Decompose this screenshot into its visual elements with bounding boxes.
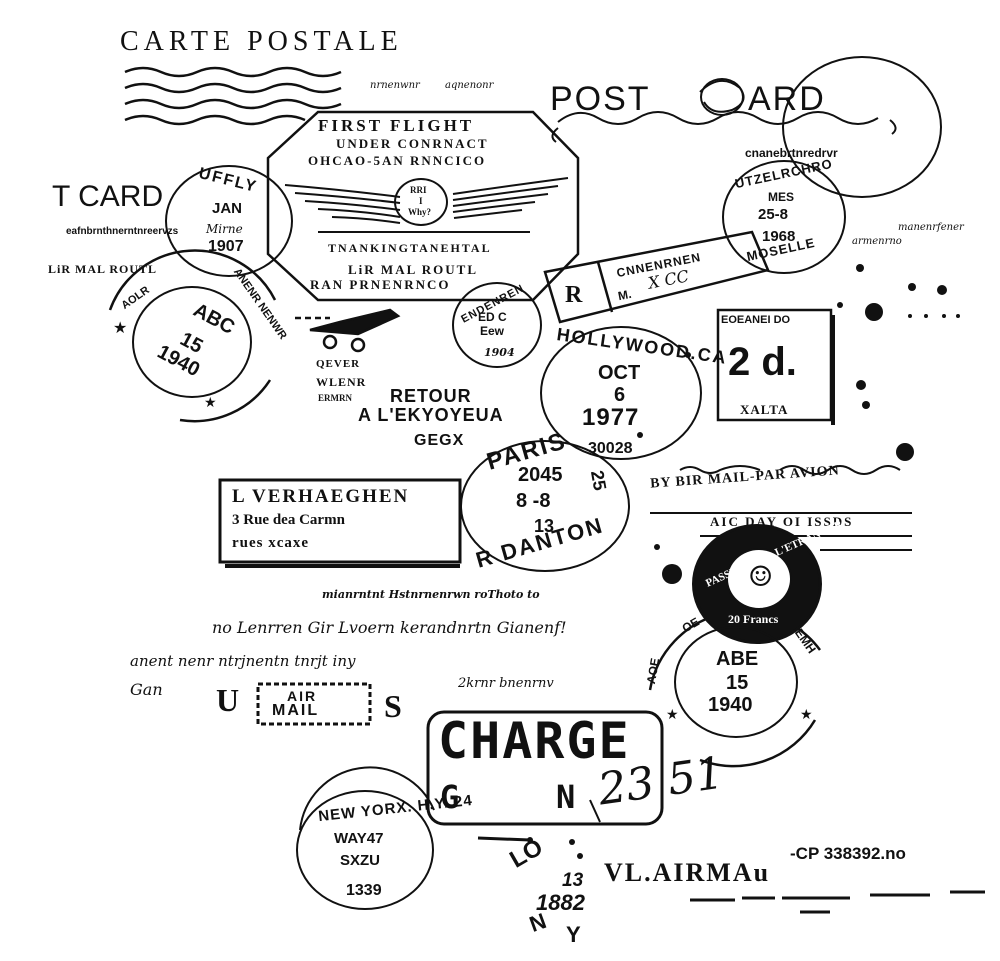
new-york-year: 1339 [346,882,382,899]
abe-line2: 15 [726,672,749,694]
script-line3: anent nenr ntrjnentn tnrjt iny [130,652,356,670]
first-flight-badge-mid: I [419,196,423,206]
hollywood-month: OCT [598,362,641,384]
uffly-month: JAN [212,200,243,217]
charge-box-outline [426,710,664,826]
utzel-mes: MES [768,190,795,204]
paris-line3: 13 [534,516,555,536]
endenren-stamp-ring [452,282,542,368]
carte-postale-title: CARTE POSTALE [120,26,403,57]
uffly-year: 1907 [208,238,244,255]
carte-postale-small-1: nrnenwnr [370,80,420,91]
address-name: L VERHAEGHEN [232,486,410,507]
bottom-code: -CP 338392.no [790,844,906,863]
retour-line2: A L'EKYOYEUA [358,405,504,425]
utzel-date: 25-8 [758,206,789,223]
t-card-title: T CARD [52,180,164,213]
r-ticket-letter: R [565,282,583,308]
charge-title: CHARGE [438,712,631,770]
hollywood-stamp-ring [540,326,702,460]
scissor-line1: QEVER [316,358,361,370]
us-left-letter: U [216,682,240,718]
uffly-stamp-ring [165,165,293,277]
star-icon: ★ [666,706,679,722]
bottom-airmail: VL.AIRMAu [604,858,771,887]
marianne-portrait-icon: ☺ [748,560,774,593]
endenren-mid1: ED C [478,310,507,324]
bottom-year: 1882 [536,890,585,915]
retour-line3: GEGX [414,432,465,449]
star-icon: ★ [113,320,128,337]
first-flight-badge-bottom: Why? [408,207,432,217]
two-d-bottom: XALTA [740,402,789,417]
utzel-stamp-ring [722,160,846,274]
abe-stamp-ring [674,626,798,738]
paris-stamp-ring [460,440,630,572]
carte-postale-small-2: aqnenonr [445,80,494,91]
wings-icon [284,177,569,233]
address-street: 3 Rue dea Carmn [232,512,345,528]
scissor-line3: ERMRN [318,393,352,403]
paris-line2: 8 -8 [516,490,551,512]
star-icon: ★ [204,394,217,410]
first-flight-line4: TNANKINGTANEHTAL [328,241,492,255]
bottom-dashes [477,836,985,914]
two-d-value: 2 d. [728,340,797,384]
bottom-y: Y [566,922,581,947]
passeport-seal-inner [726,548,792,610]
first-flight-badge [394,178,448,226]
post-card-logo-left: POST [550,80,651,118]
star-icon: ★ [800,706,813,722]
address-box-outline [218,478,462,564]
uffly-script: Mirne [206,222,243,236]
air-mail-dashed-box [256,682,372,726]
retour-line1: RETOUR [390,386,472,406]
two-d-top: EOEANEI DO [721,314,791,326]
plane-icon [295,308,401,353]
first-flight-badge-top: RRI [410,185,427,195]
first-flight-line1: FIRST FLIGHT [318,116,475,135]
post-card-face-icon [700,78,744,116]
t-card-route: LiR MAL ROUTL [48,262,158,276]
us-right-letter: S [384,688,402,724]
new-york-line1: WAY47 [334,830,384,847]
charge-right-letter: N [556,778,576,816]
t-card-caption: eafnbrnthnerntnreervzs [66,226,179,237]
abc-stamp-ring [132,286,252,398]
first-flight-line5: LiR MAL ROUTL [348,262,479,277]
utzel-year: 1968 [762,228,796,245]
script-line5: 2krnr bnenrnv [458,676,554,691]
new-york-line2: SXZU [340,852,381,869]
r-ticket-line2: M. [616,286,633,304]
first-flight-line6: RAN PRNENRNCO [310,277,451,292]
hollywood-year: 1977 [582,404,640,431]
new-york-stamp-ring [296,790,434,910]
first-flight-line2: UNDER CONRNACT [336,136,489,151]
air-mail-label-line1: AIR [287,688,318,704]
endenren-mid2: Eew [480,324,505,338]
right-note-2: armenrno [852,236,902,247]
air-mail-label-line2: MAIL [272,702,320,719]
hollywood-day: 6 [614,384,626,406]
script-line2: no Lenrren Gir Lvoern kerandnrtn Gianenf… [212,618,567,637]
paris-ring-num: 25 [586,468,611,493]
first-flight-line3: OHCAO-5AN RNNCICO [308,153,487,168]
charge-left-letter: G [440,778,460,816]
script-line1: mianrntnt Hstnrnenrwn roThoto to [322,588,540,601]
scissor-line2: WLENR [316,375,367,389]
large-thin-ring [782,56,942,198]
passeport-value: 20 Francs [728,612,779,626]
right-note-1: manenrfener [898,222,964,233]
wavy-cancel-lines [124,66,342,126]
abe-line3: 1940 [708,694,753,716]
bottom-num: 13 [562,870,584,891]
endenren-year: 1904 [484,346,515,359]
paris-line1: 2045 [518,464,563,486]
address-city: rues xcaxe [232,535,310,551]
script-line4: Gan [130,680,163,699]
hollywood-code: 30028 [588,440,633,457]
abe-line1: ABE [716,648,759,670]
